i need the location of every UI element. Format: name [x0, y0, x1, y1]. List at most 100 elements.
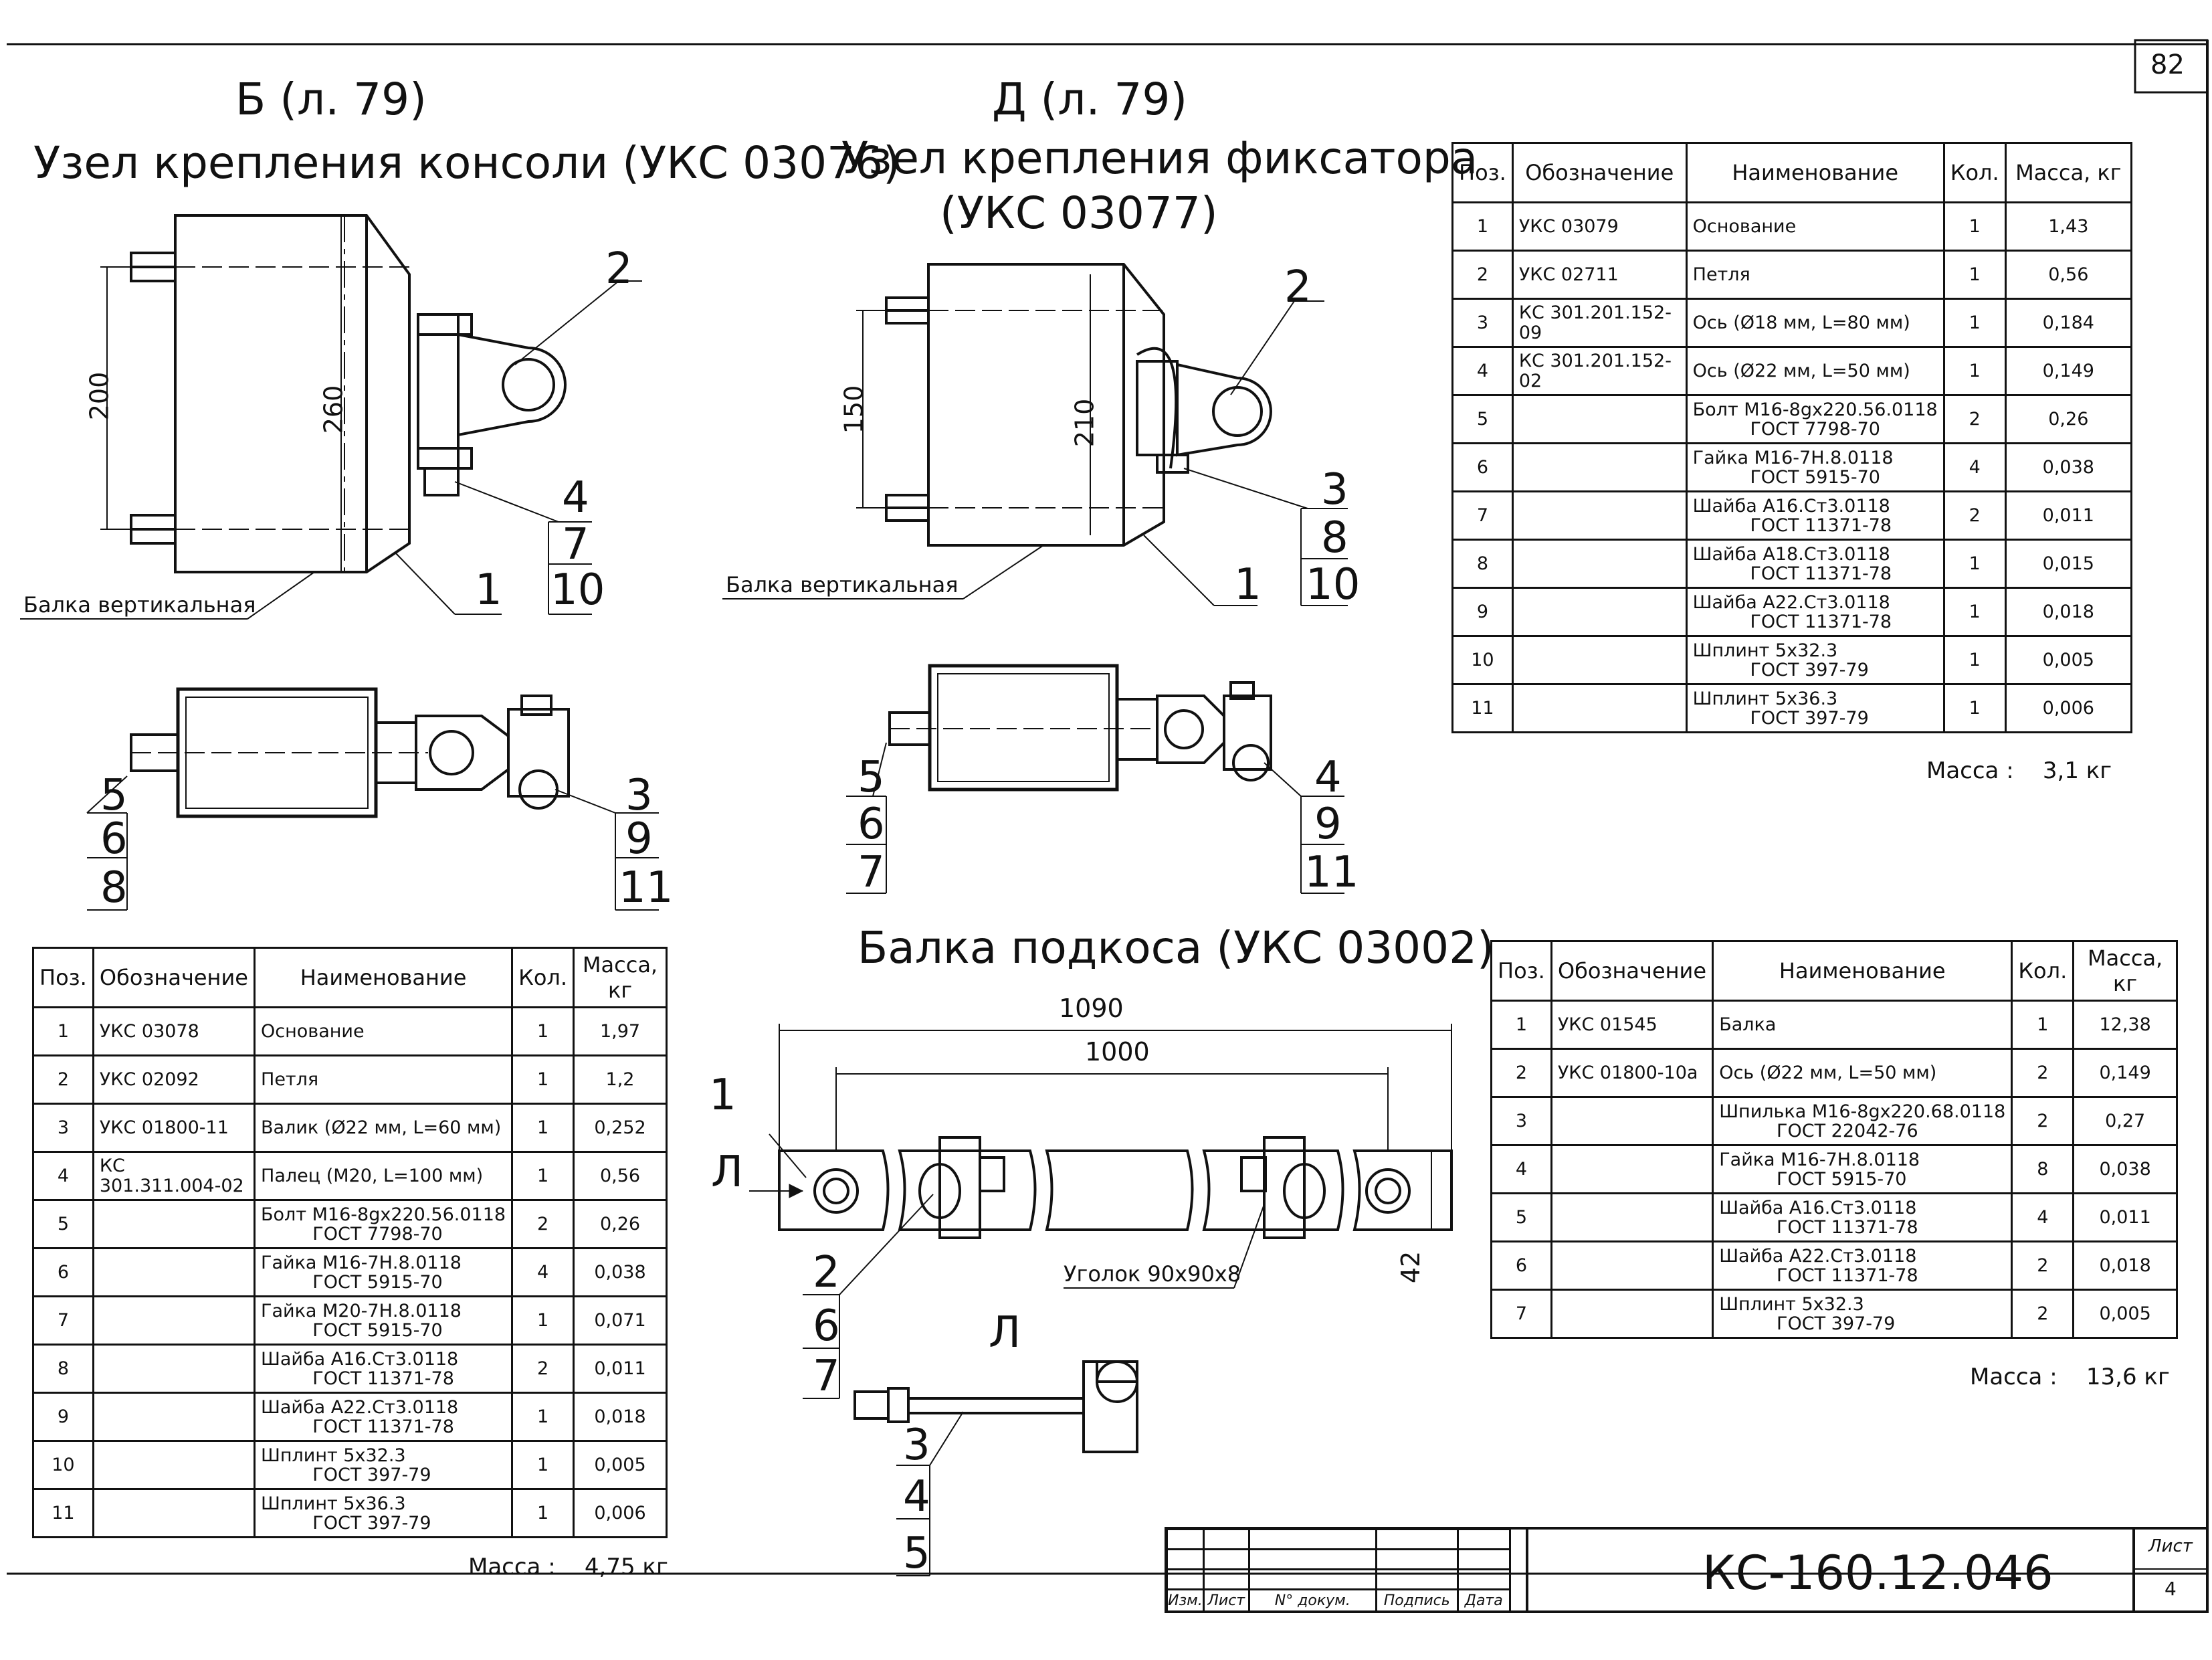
brace-dim-1090: 1090 — [1059, 994, 1124, 1023]
cell-mass: 0,149 — [2004, 346, 2133, 396]
callout-l-4: 4 — [903, 1472, 930, 1521]
cell-mass: 0,038 — [573, 1247, 668, 1297]
cell-code — [1511, 587, 1688, 637]
cell-pos: 9 — [1451, 587, 1514, 637]
callout-d-1: 1 — [1234, 560, 1262, 610]
cell-name: Основание — [1685, 201, 1945, 252]
cell-code — [1511, 635, 1688, 685]
cell-qty: 2 — [2011, 1048, 2075, 1098]
callout-b-plan-6: 6 — [100, 814, 128, 864]
cell-code: УКС 03078 — [92, 1006, 256, 1056]
cell-qty: 1 — [511, 1440, 575, 1490]
cell-pos: 1 — [1451, 201, 1514, 252]
view-d-beam-label: Балка вертикальная — [726, 572, 959, 597]
cell-name: Гайка М16-7Н.8.0118 ГОСТ 5915-70 — [1712, 1144, 2013, 1194]
cell-qty: 1 — [511, 1488, 575, 1538]
cell-pos: 1 — [32, 1006, 94, 1056]
cell-pos: 8 — [32, 1344, 94, 1394]
cell-qty: 2 — [2011, 1289, 2075, 1339]
brace-angle-label: Уголок 90х90х8 — [1064, 1261, 1241, 1287]
cell-mass: 0,56 — [573, 1151, 668, 1201]
cell-pos: 4 — [1490, 1144, 1552, 1194]
cell-code — [1550, 1096, 1714, 1146]
cell-mass: 0,27 — [2072, 1096, 2178, 1146]
view-b-title: Узел крепления консоли (УКС 03076) — [33, 137, 900, 189]
cell-pos: 7 — [32, 1295, 94, 1346]
cell-name: Болт М16-8gx220.56.0118 ГОСТ 7798-70 — [254, 1199, 514, 1249]
cell-pos: 2 — [32, 1054, 94, 1105]
callout-d-3: 3 — [1321, 465, 1348, 515]
cell-mass: 0,011 — [573, 1344, 668, 1394]
cell-name: Петля — [254, 1054, 514, 1105]
cell-name: Шайба А16.Ст3.0118 ГОСТ 11371-78 — [1712, 1192, 2013, 1242]
callout-b-plan-3: 3 — [625, 771, 653, 820]
cell-code: УКС 01545 — [1550, 1000, 1714, 1050]
callout-b-plan-11: 11 — [619, 863, 674, 913]
cell-name: Шплинт 5х32.3 ГОСТ 397-79 — [254, 1440, 514, 1490]
cell-mass: 1,43 — [2004, 201, 2133, 252]
cell-mass: 0,038 — [2072, 1144, 2178, 1194]
cell-name: Гайка М16-7Н.8.0118 ГОСТ 5915-70 — [1685, 442, 1945, 492]
callout-d-plan-11: 11 — [1304, 848, 1359, 897]
callout-d-plan-4: 4 — [1314, 753, 1342, 802]
callout-b-4: 4 — [562, 473, 589, 523]
cell-qty: 4 — [2011, 1192, 2075, 1242]
view-l — [853, 1360, 1138, 1576]
mass-bottom-left: Масса : 4,75 кг — [468, 1554, 668, 1580]
cell-mass: 1,2 — [573, 1054, 668, 1105]
cell-mass: 0,26 — [2004, 394, 2133, 444]
cell-qty: 1 — [1942, 635, 2007, 685]
table-header-row: Поз. Обозначение Наименование Кол. Масса… — [1490, 940, 2178, 1002]
cell-qty: 1 — [511, 1295, 575, 1346]
view-d-ref: Д (л. 79) — [992, 74, 1188, 125]
cell-name: Ось (Ø18 мм, L=80 мм) — [1685, 298, 1945, 348]
cell-name: Ось (Ø22 мм, L=50 мм) — [1685, 346, 1945, 396]
cell-qty: 1 — [511, 1054, 575, 1105]
title-block-grid: Изм. Лист N° докум. Подпись Дата — [1166, 1528, 1511, 1613]
cell-mass: 0,038 — [2004, 442, 2133, 492]
brace-beam — [749, 1024, 1453, 1399]
stamp-col-docnum: N° докум. — [1247, 1588, 1377, 1613]
cell-qty: 1 — [511, 1103, 575, 1153]
cell-pos: 9 — [32, 1392, 94, 1442]
cell-pos: 3 — [1451, 298, 1514, 348]
cell-qty: 1 — [1942, 683, 2007, 733]
cell-code — [92, 1392, 256, 1442]
cell-mass: 12,38 — [2072, 1000, 2178, 1050]
cell-qty: 8 — [2011, 1144, 2075, 1194]
view-d-elevation — [722, 263, 1348, 606]
cell-name: Шайба А18.Ст3.0118 ГОСТ 11371-78 — [1685, 539, 1945, 589]
header-qty: Кол. — [511, 947, 575, 1008]
callout-b-1: 1 — [475, 565, 502, 615]
view-b-beam-label: Балка вертикальная — [23, 592, 256, 618]
cell-pos: 5 — [1490, 1192, 1552, 1242]
cell-name: Шплинт 5х36.3 ГОСТ 397-79 — [254, 1488, 514, 1538]
view-d-dim-150: 150 — [839, 385, 869, 434]
view-d-plan — [846, 664, 1344, 894]
cell-qty: 4 — [511, 1247, 575, 1297]
cell-pos: 3 — [32, 1103, 94, 1153]
cell-mass: 0,005 — [2072, 1289, 2178, 1339]
cell-mass: 0,006 — [573, 1488, 668, 1538]
cell-qty: 1 — [511, 1006, 575, 1056]
callout-brace-2: 2 — [813, 1248, 840, 1297]
cell-name: Ось (Ø22 мм, L=50 мм) — [1712, 1048, 2013, 1098]
header-mass: Масса, кг — [2004, 142, 2133, 203]
callout-d-8: 8 — [1321, 513, 1348, 563]
callout-b-2: 2 — [605, 244, 633, 294]
cell-pos: 6 — [1451, 442, 1514, 492]
cell-code — [1550, 1144, 1714, 1194]
cell-mass: 0,071 — [573, 1295, 668, 1346]
cell-pos: 11 — [1451, 683, 1514, 733]
